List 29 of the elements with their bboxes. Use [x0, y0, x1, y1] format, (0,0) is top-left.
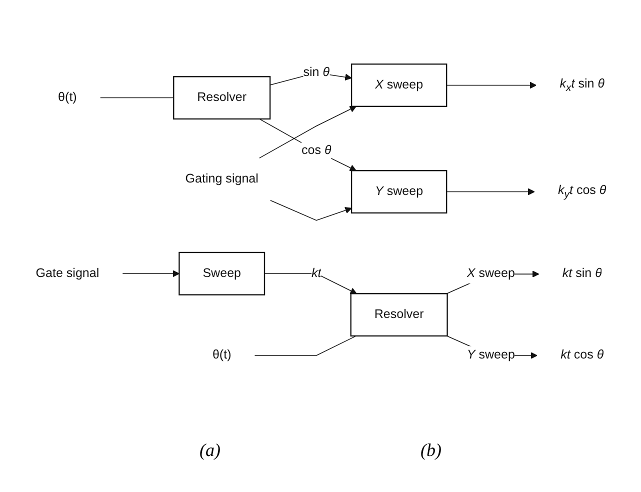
arrow	[264, 273, 356, 294]
node-box: X sweep	[350, 64, 447, 108]
edge-label: Y sweep	[466, 348, 514, 362]
node-text: Gating signal	[184, 172, 258, 186]
node-text: k$_{x}$t sin θ	[559, 77, 604, 94]
edge-label: sin θ	[302, 66, 330, 80]
node-text: kt cos θ	[560, 348, 604, 362]
edge-label: kt	[311, 266, 321, 280]
node-text: kt sin θ	[562, 267, 602, 280]
edge-label: cos θ	[300, 144, 331, 158]
connector	[99, 97, 174, 98]
arrow	[270, 200, 352, 221]
arrow	[258, 106, 356, 159]
arrow	[446, 82, 536, 89]
edge-label: X sweep	[466, 267, 514, 280]
panel-label: (a)	[200, 440, 220, 461]
node-text: θ(t)	[212, 348, 231, 362]
node-text: k$_{y}$t cos θ	[557, 184, 606, 200]
node-box: Resolver	[172, 76, 270, 120]
arrow	[258, 118, 356, 172]
node-text: θ(t)	[58, 90, 76, 104]
panel-label: (b)	[420, 440, 442, 461]
connector	[254, 336, 356, 356]
arrow	[122, 270, 180, 278]
arrow	[446, 188, 534, 196]
node-box: Sweep	[178, 252, 265, 296]
node-text: Gate signal	[35, 266, 99, 280]
node-box: Y sweep	[350, 170, 447, 214]
node-box: Resolver	[350, 293, 448, 337]
